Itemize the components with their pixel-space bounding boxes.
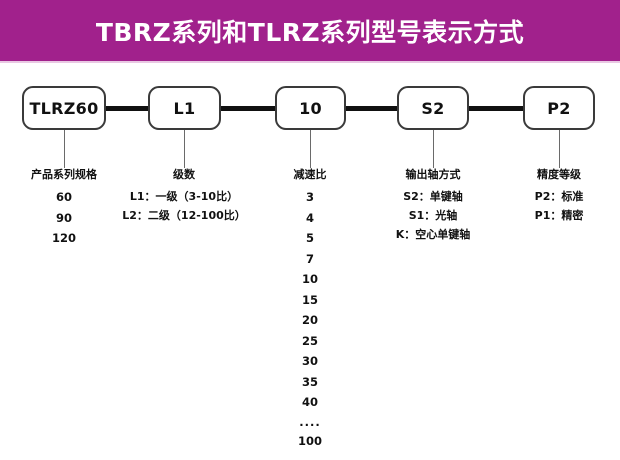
node-stage[interactable]: L1 [148,86,221,130]
connector-ratio-to-shaft [346,106,397,111]
column-precision-heading: 精度等级 [537,168,581,181]
column-ratio-item: 25 [301,333,318,348]
column-shaft: 输出轴方式 S2：单键轴 S1：光轴 K：空心单键轴 [373,168,493,244]
model-code-diagram: TLRZ60 L1 10 S2 P2 产品系列规格 60 90 120 级数 L… [0,61,620,460]
droplink-shaft [433,130,434,168]
column-series-item: 60 [55,190,72,204]
column-precision: 精度等级 P2：标准 P1：精密 [504,168,614,225]
page-header-banner: TBRZ系列和TLRZ系列型号表示方式 [0,0,620,61]
column-shaft-item: K：空心单键轴 [395,228,471,241]
column-ratio-item: 20 [301,313,318,327]
node-precision[interactable]: P2 [523,86,595,130]
column-ratio-item: 7 [305,251,314,266]
column-stage-heading: 级数 [173,168,195,181]
column-stage: 级数 L1：一级（3-10比） L2：二级（12-100比） [114,168,254,225]
droplink-stage [184,130,185,168]
column-ratio-item: 15 [301,292,318,307]
column-shaft-item: S2：单键轴 [403,190,463,203]
column-series-heading: 产品系列规格 [31,168,97,181]
page-title: TBRZ系列和TLRZ系列型号表示方式 [95,17,525,47]
column-ratio-item: 30 [301,354,318,368]
node-precision-label: P2 [547,98,571,118]
column-stage-item: L2：二级（12-100比） [122,209,246,222]
droplink-precision [559,130,560,168]
column-ratio-item: 3 [305,190,314,204]
column-ratio-item: 4 [305,210,314,225]
node-ratio[interactable]: 10 [275,86,346,130]
droplink-series [64,130,65,168]
node-shaft-label: S2 [421,98,445,118]
column-ratio-item: 5 [305,231,314,245]
droplink-ratio [310,130,311,168]
column-precision-item: P2：标准 [534,190,584,203]
connector-series-to-stage [106,106,148,111]
column-ratio: 减速比 3 4 5 7 10 15 20 25 30 35 40 .... 10… [260,168,360,451]
column-precision-item: P1：精密 [534,209,584,222]
connector-shaft-to-precision [469,106,523,111]
column-ratio-item: 35 [301,374,318,389]
column-ratio-item: 100 [297,433,322,448]
column-shaft-heading: 输出轴方式 [405,168,461,181]
node-ratio-label: 10 [299,98,322,118]
node-series-label: TLRZ60 [29,98,99,118]
column-ratio-item-ellipsis: .... [299,414,321,429]
node-series[interactable]: TLRZ60 [22,86,106,130]
column-shaft-item: S1：光轴 [408,209,458,222]
column-series-item: 120 [51,231,76,245]
node-shaft[interactable]: S2 [397,86,469,130]
node-stage-label: L1 [173,98,196,118]
column-series: 产品系列规格 60 90 120 [4,168,124,249]
banner-underline [0,61,620,63]
column-stage-item: L1：一级（3-10比） [129,190,239,203]
column-ratio-heading: 减速比 [293,168,327,181]
column-ratio-item: 10 [301,272,318,286]
column-ratio-item: 40 [301,395,318,409]
connector-stage-to-ratio [221,106,275,111]
column-series-item: 90 [55,210,72,225]
